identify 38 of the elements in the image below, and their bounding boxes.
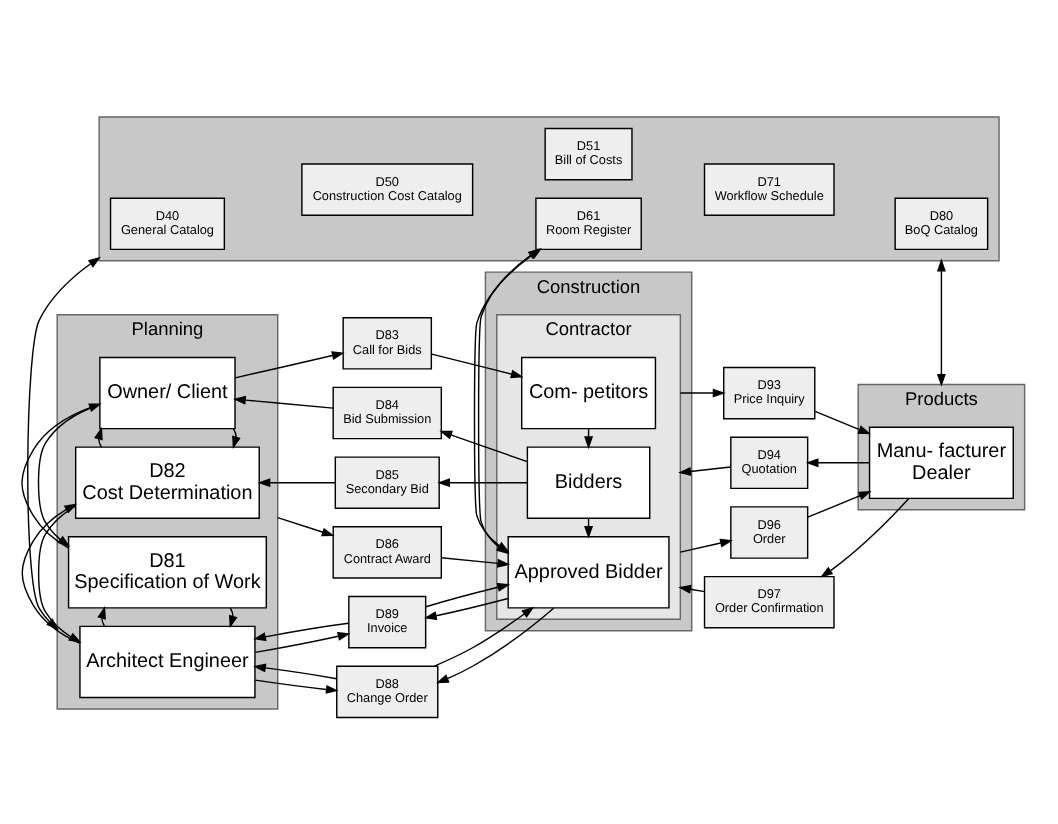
arrow	[936, 257, 946, 386]
node-box: Manu- facturer Dealer	[868, 425, 1014, 499]
arrow	[277, 515, 335, 536]
arrow	[27, 255, 101, 630]
arrow	[253, 662, 338, 679]
arrow	[437, 477, 528, 487]
arrow	[423, 596, 509, 620]
node-box: D81 Specification of Work	[67, 535, 268, 608]
arrow	[679, 537, 733, 552]
arrow	[257, 477, 336, 487]
arrow	[678, 465, 732, 475]
arrow	[820, 496, 910, 577]
arrow	[440, 556, 511, 567]
arrow	[439, 429, 528, 462]
arrow	[253, 621, 350, 641]
arrow	[21, 402, 102, 548]
arrow	[254, 678, 339, 693]
arrow	[436, 606, 555, 683]
arrow	[679, 387, 726, 397]
node-box: Approved Bidder	[507, 535, 670, 608]
arrow	[431, 352, 524, 378]
node-box: Com- petitors	[521, 355, 657, 429]
arrow	[425, 582, 511, 607]
arrow	[234, 350, 345, 378]
arrow	[807, 490, 872, 517]
node-box: Architect Engineer	[79, 624, 256, 698]
arrow	[805, 457, 871, 467]
arrow	[232, 427, 241, 449]
arrow	[97, 605, 106, 626]
arrow	[37, 403, 100, 547]
node-box: D82 Cost Determination	[74, 445, 260, 518]
arrow	[433, 605, 535, 666]
arrow	[233, 394, 334, 408]
arrow	[814, 409, 871, 434]
arrow	[94, 425, 103, 447]
node-box: Bidders	[526, 445, 651, 518]
arrow	[254, 630, 351, 653]
node-box: Owner/ Client	[99, 355, 236, 429]
